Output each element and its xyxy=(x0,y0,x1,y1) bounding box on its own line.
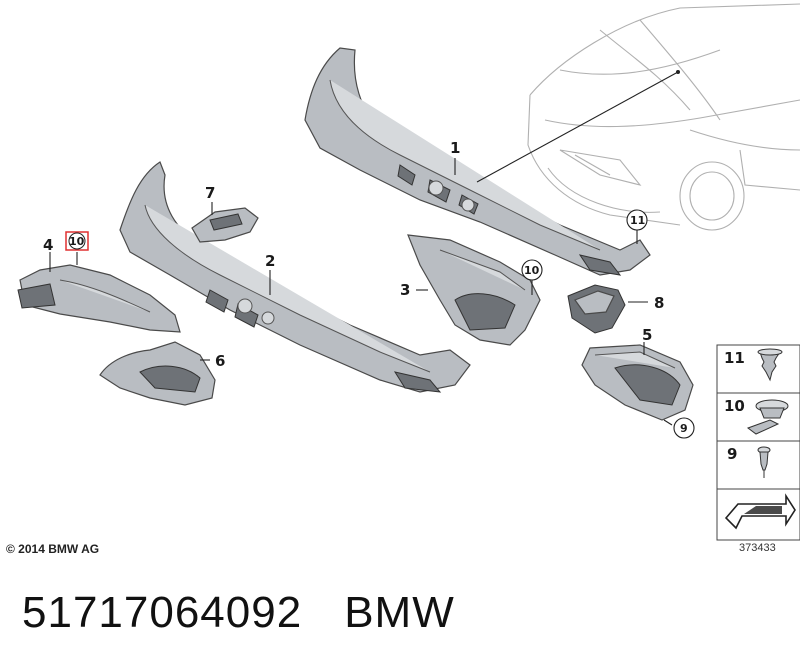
svg-text:11: 11 xyxy=(630,214,645,227)
drawing-number: 373433 xyxy=(739,542,776,554)
brand-name: BMW xyxy=(344,588,455,637)
car-outline-illustration xyxy=(527,3,800,231)
callout-3: 3 xyxy=(400,281,410,299)
expanding-rivet-icon xyxy=(746,399,789,435)
callout-10-highlighted: 10 xyxy=(65,231,89,251)
callout-4: 4 xyxy=(43,236,53,254)
part-6-water-deflector xyxy=(99,341,216,406)
part-3-cover-panel xyxy=(407,234,541,346)
leader-lines xyxy=(49,70,680,426)
part-2-cowl-cover xyxy=(119,161,471,393)
pin-rivet-icon xyxy=(757,446,771,478)
part-5-cover-seal xyxy=(581,344,694,421)
part-1-cowl-cover xyxy=(304,47,651,276)
callout-11-circled: 11 xyxy=(626,209,648,231)
callout-5: 5 xyxy=(642,326,652,344)
callout-7: 7 xyxy=(205,184,215,202)
parts-diagram: 1 2 3 4 5 6 7 8 9 10 11 10 11 10 xyxy=(17,3,800,541)
footer-caption: 51717064092 BMW xyxy=(22,588,497,638)
callout-1: 1 xyxy=(450,139,460,157)
legend-item-9-number: 9 xyxy=(727,445,737,463)
clip-icon xyxy=(757,348,783,382)
part-number: 51717064092 xyxy=(22,588,303,637)
copyright-notice: © 2014 BMW AG xyxy=(6,542,100,556)
callout-9-circled: 9 xyxy=(673,417,695,439)
callout-10-circled: 10 xyxy=(521,259,543,281)
svg-text:9: 9 xyxy=(680,422,688,435)
legend-item-11-number: 11 xyxy=(724,349,745,367)
callout-6: 6 xyxy=(215,352,225,370)
svg-text:10: 10 xyxy=(69,235,85,248)
part-7-bracket xyxy=(191,207,259,243)
callout-8: 8 xyxy=(654,294,664,312)
part-8-insulation-block xyxy=(567,284,626,334)
legend-item-10-number: 10 xyxy=(724,397,745,415)
fastener-legend: 11 10 9 xyxy=(716,344,800,541)
arrow-icon xyxy=(724,493,796,530)
callout-2: 2 xyxy=(265,252,275,270)
svg-text:10: 10 xyxy=(524,264,540,277)
part-4-side-panel xyxy=(17,264,181,333)
